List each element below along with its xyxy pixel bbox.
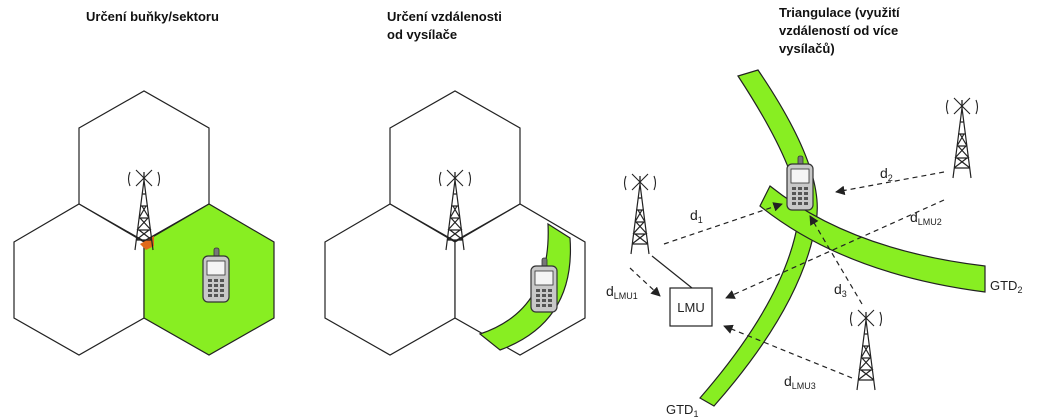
phone-icon [202, 247, 230, 303]
distance-band [478, 222, 572, 351]
phone-icon [530, 257, 558, 313]
title-line: od vysílače [387, 27, 458, 42]
label-dlmu2: dLMU2 [910, 209, 942, 227]
arrow-dlmu2 [725, 199, 945, 299]
label-d3: d3 [834, 281, 847, 299]
panel-title-distance: Určení vzdálenosti od vysílače [387, 8, 587, 44]
title-line: vzdáleností od více [779, 23, 899, 38]
panel-title-triangulation: Triangulace (využití vzdáleností od více… [779, 4, 979, 58]
label-gtd1: GTD1 [666, 402, 698, 418]
label-dlmu3: dLMU3 [784, 373, 816, 391]
panel-triangulation: LMU d1 d2 d3 dLMU1 dLMU2 dLMU3 GTD1 GTD2 [606, 69, 1022, 418]
title-line: vysílačů) [779, 41, 835, 56]
label-dlmu1: dLMU1 [606, 283, 638, 301]
arrow-d1 [663, 202, 783, 245]
lmu-label: LMU [677, 300, 704, 315]
phone-icon [786, 155, 814, 211]
label-gtd2: GTD2 [990, 278, 1022, 295]
title-line: Určení vzdálenosti [387, 9, 502, 24]
title-line: Triangulace (využití [779, 5, 900, 20]
tower-icon [945, 97, 979, 179]
band-gtd2 [759, 185, 986, 293]
panel-distance [324, 90, 586, 356]
label-d1: d1 [690, 207, 703, 225]
panel-title-cell: Určení buňky/sektoru [86, 8, 219, 26]
panel-cell [13, 90, 275, 356]
title-line: Určení buňky/sektoru [86, 9, 219, 24]
band-gtd1 [699, 69, 818, 407]
arrow-d2 [835, 171, 945, 196]
tower-icon [623, 173, 657, 255]
lmu-connection-line [651, 255, 693, 289]
label-d2: d2 [880, 165, 893, 183]
arrow-dlmu1 [629, 267, 661, 297]
lmu-box [669, 287, 713, 327]
arrow-d3 [809, 215, 863, 305]
tower-icon [849, 309, 883, 391]
